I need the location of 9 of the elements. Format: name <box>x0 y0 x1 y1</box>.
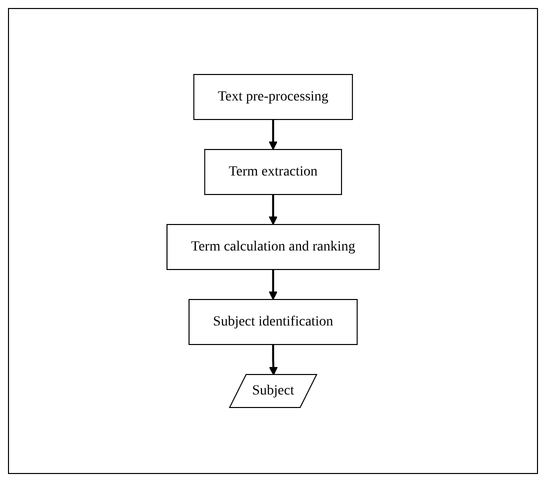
node-box <box>166 224 380 270</box>
node-box <box>204 149 342 195</box>
arrow <box>268 120 278 150</box>
frame-border: Text pre-processing Term extraction Term calculation and ranking Subject identification Subject <box>8 8 538 474</box>
arrow <box>268 344 278 376</box>
arrow <box>268 270 278 300</box>
node-box <box>193 74 353 120</box>
node-box <box>188 299 358 345</box>
arrow <box>268 194 278 225</box>
